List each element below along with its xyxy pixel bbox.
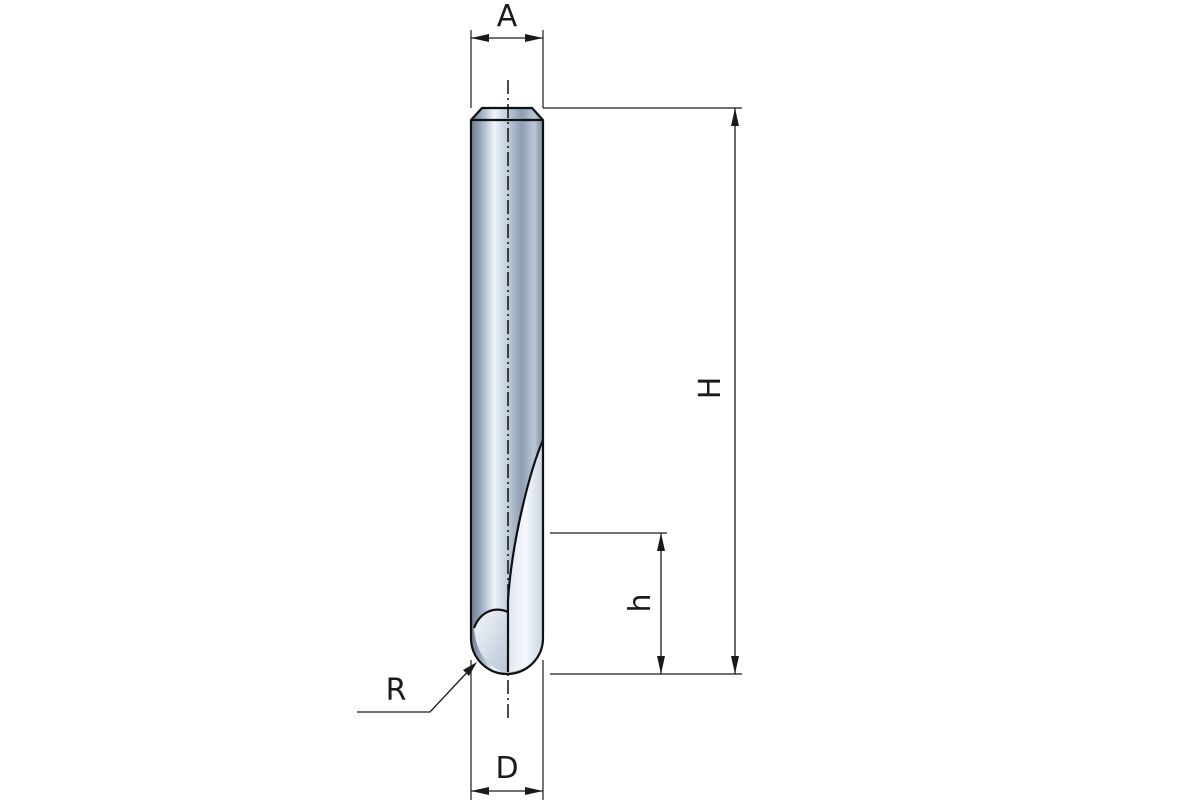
label-r: R	[386, 673, 407, 708]
arrowhead-h-top	[731, 108, 739, 126]
arrowhead-r	[463, 662, 477, 676]
flute-pocket	[474, 609, 508, 672]
pocket-edge	[472, 608, 509, 629]
label-a: A	[497, 0, 518, 34]
dimension-d: D	[470, 660, 544, 800]
label-d: D	[495, 751, 518, 786]
flute-face	[508, 440, 543, 673]
radius-leader: R	[357, 662, 477, 713]
leader-line-r	[357, 665, 474, 713]
arrowhead-a-left	[471, 34, 489, 42]
tool-body	[469, 106, 545, 676]
arrowhead-d-left	[471, 787, 489, 795]
dimension-a: A	[470, 0, 544, 108]
label-h-total: H	[693, 377, 728, 400]
arrowhead-h-cutting-top	[657, 533, 665, 551]
dimension-h-total: H	[543, 107, 742, 675]
tool-outline	[469, 106, 545, 676]
arrowhead-d-right	[525, 787, 543, 795]
flute-edge	[506, 439, 545, 672]
label-h-cutting: h	[623, 593, 658, 612]
arrowhead-a-right	[525, 34, 543, 42]
dimension-h-cutting: h	[550, 532, 667, 674]
arrowhead-h-bottom	[731, 656, 739, 674]
arrowhead-h-cutting-bottom	[657, 656, 665, 674]
